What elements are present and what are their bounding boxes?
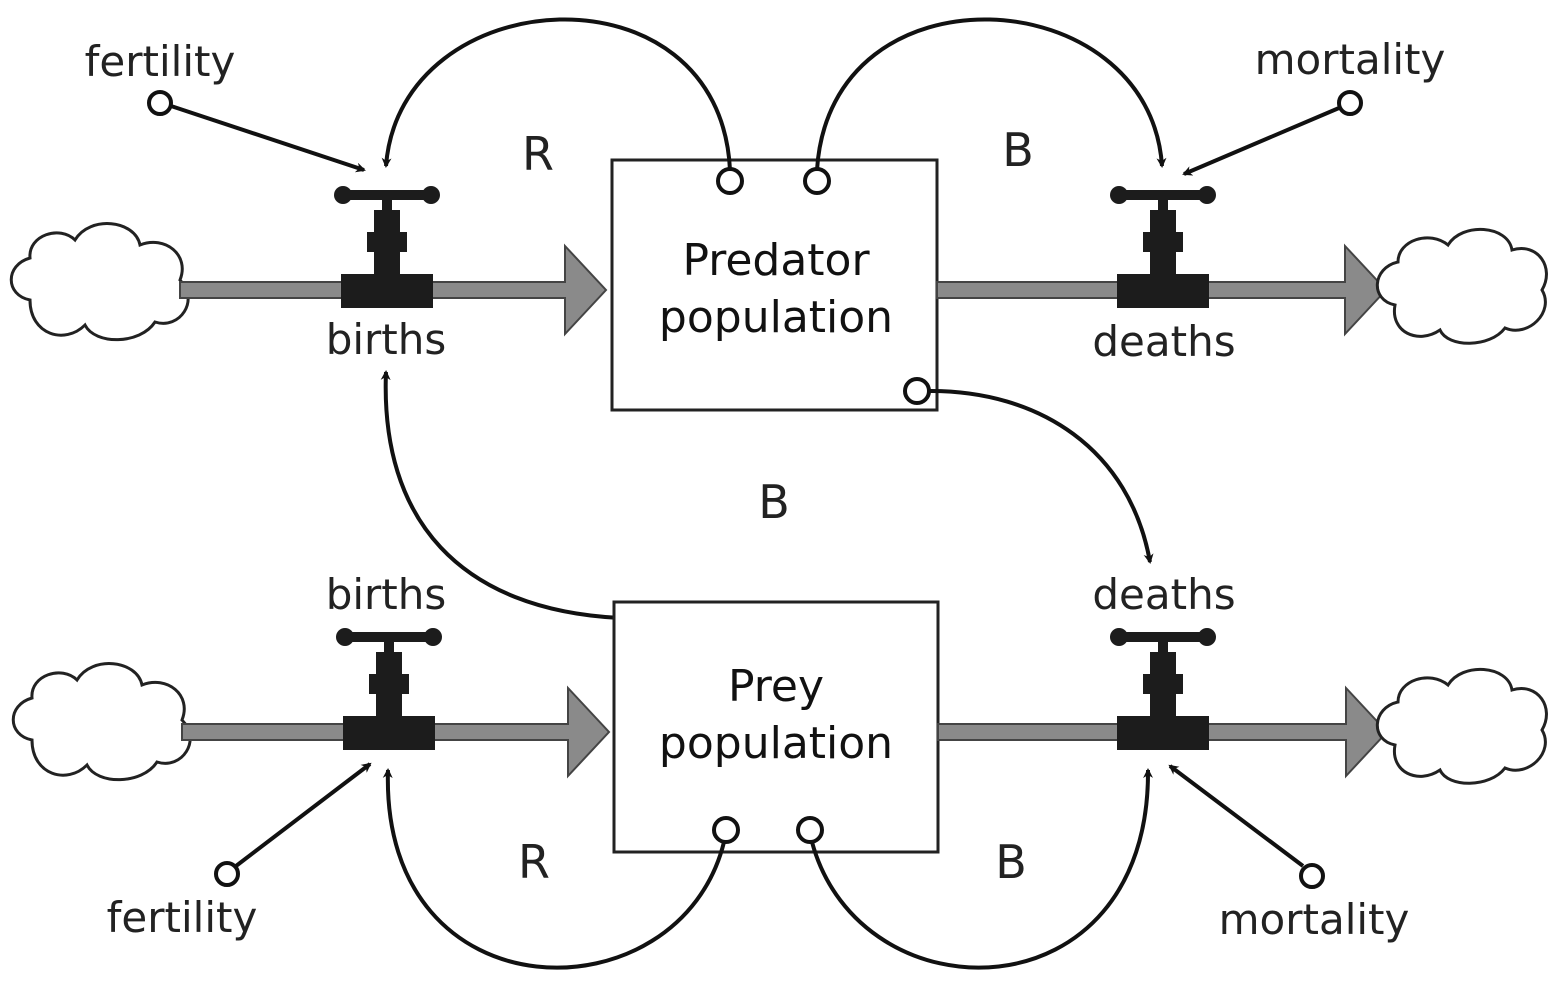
prey-births-feedback-connector bbox=[712, 816, 740, 844]
predator-population-label-line1: Predator bbox=[682, 235, 870, 286]
prey-births-loop-polarity: R bbox=[518, 835, 550, 889]
predator-births-loop-polarity: R bbox=[522, 127, 554, 181]
prey-deaths-label: deaths bbox=[1092, 570, 1235, 619]
prey-births-valve-icon bbox=[336, 628, 442, 750]
predator-deaths-label: deaths bbox=[1092, 317, 1235, 366]
predator-fertility-label: fertility bbox=[85, 37, 236, 86]
prey-fertility-label: fertility bbox=[107, 893, 258, 942]
prey-mortality-connector bbox=[1299, 863, 1325, 889]
predator-population-label-line2: population bbox=[659, 292, 893, 343]
prey-births-feedback-arc bbox=[382, 768, 726, 970]
prey-deaths-feedback-arc bbox=[810, 768, 1154, 970]
predator-mortality-label: mortality bbox=[1255, 35, 1446, 84]
predator-sink-cloud-icon bbox=[1375, 228, 1548, 345]
prey-deaths-valve-icon bbox=[1110, 628, 1216, 750]
predator-births-valve-icon bbox=[334, 186, 440, 308]
prey-mortality-link bbox=[1168, 764, 1305, 868]
predator-fertility-link bbox=[170, 104, 366, 173]
interaction-loop-polarity: B bbox=[758, 475, 790, 529]
prey-deaths-feedback-connector bbox=[796, 816, 824, 844]
predator-deaths-loop-polarity: B bbox=[1002, 123, 1034, 177]
prey-population-label-line1: Prey bbox=[728, 661, 824, 712]
predator-fertility-connector bbox=[147, 90, 173, 116]
predator-mortality-connector bbox=[1337, 90, 1363, 116]
predator-births-feedback-connector bbox=[716, 167, 744, 195]
predator-deaths-feedback-arc bbox=[815, 17, 1167, 171]
prey-population-label-line2: population bbox=[659, 718, 893, 769]
prey-sink-cloud-icon bbox=[1375, 668, 1548, 785]
predator-births-label: births bbox=[326, 315, 447, 364]
predator-deaths-valve-icon bbox=[1110, 186, 1216, 308]
prey-fertility-connector bbox=[214, 861, 240, 887]
predator-to-prey-deaths-link bbox=[927, 388, 1154, 564]
prey-deaths-loop-polarity: B bbox=[995, 835, 1027, 889]
predator-deaths-feedback-connector bbox=[803, 167, 831, 195]
predator-births-feedback-arc bbox=[381, 17, 732, 171]
predator-to-prey-deaths-connector bbox=[903, 377, 931, 405]
predator-mortality-link bbox=[1182, 106, 1340, 176]
prey-fertility-link bbox=[234, 762, 372, 868]
prey-source-cloud-icon bbox=[11, 662, 192, 782]
prey-mortality-label: mortality bbox=[1219, 895, 1410, 944]
predator-source-cloud-icon bbox=[9, 222, 190, 342]
prey-population-stock bbox=[612, 600, 940, 854]
prey-births-label: births bbox=[326, 570, 447, 619]
prey-to-predator-births-link bbox=[380, 370, 621, 620]
